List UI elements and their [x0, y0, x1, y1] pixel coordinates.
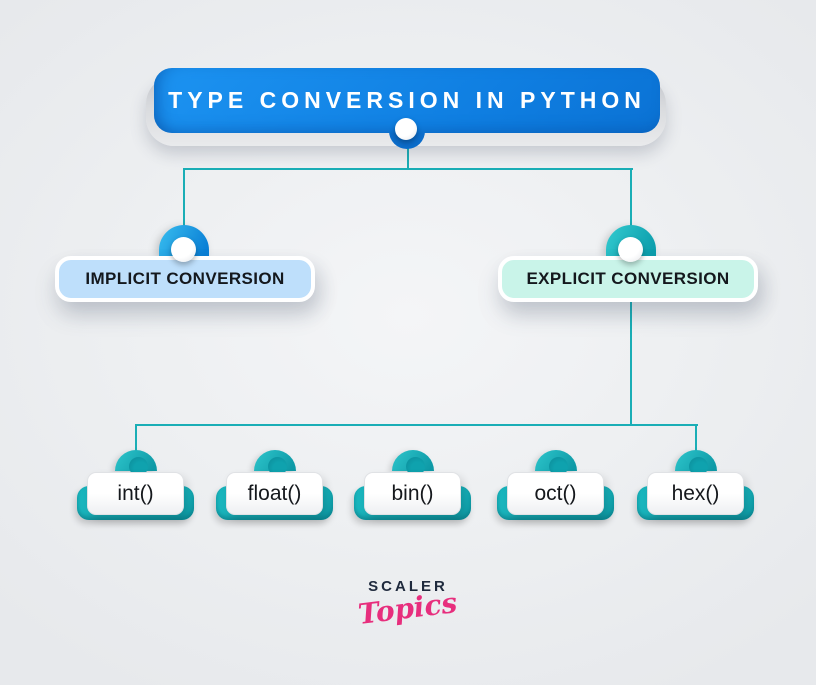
leaf-node-bin: bin() [354, 450, 471, 526]
connector-hex-stub-line [695, 424, 697, 456]
leaf-label: bin() [391, 481, 434, 505]
root-node-title: TYPE CONVERSION IN PYTHON [168, 87, 646, 113]
leaf-label-box: float() [226, 472, 323, 515]
leaf-label: hex() [671, 481, 720, 505]
leaf-label-box: bin() [364, 472, 461, 515]
connector-root-drop-line [407, 140, 409, 170]
leaf-label: int() [117, 481, 154, 505]
root-node: TYPE CONVERSION IN PYTHON [154, 68, 660, 133]
scaler-topics-logo: SCALER Topics [333, 578, 483, 631]
connector-int-stub-line [135, 424, 137, 456]
connector-implicit-drop-line [183, 168, 185, 256]
leaf-node-oct: oct() [497, 450, 614, 526]
leaf-knob [549, 457, 568, 476]
implicit-conversion-node: IMPLICIT CONVERSION [55, 256, 315, 302]
leaf-node-float: float() [216, 450, 333, 526]
explicit-conversion-node: EXPLICIT CONVERSION [498, 256, 758, 302]
connector-explicit-drop-line [630, 168, 632, 256]
leaf-label-box: hex() [647, 472, 744, 515]
leaf-node-int: int() [77, 450, 194, 526]
leaf-node-hex: hex() [637, 450, 754, 526]
implicit-node-label: IMPLICIT CONVERSION [85, 269, 285, 288]
leaf-knob [268, 457, 287, 476]
connector-explicit-to-leaves-line [630, 300, 632, 426]
logo-sub-text: Topics [356, 586, 460, 631]
leaf-label: float() [247, 481, 302, 505]
leaf-knob [129, 457, 148, 476]
leaf-knob [406, 457, 425, 476]
leaf-knob [689, 457, 708, 476]
leaf-label: oct() [534, 481, 577, 505]
leaf-label-box: oct() [507, 472, 604, 515]
explicit-connector-dot [618, 237, 643, 262]
leaf-label-box: int() [87, 472, 184, 515]
logo-brand-text: SCALER [368, 578, 448, 595]
root-connector-dot [395, 118, 417, 140]
connector-level1-horizontal-line [184, 168, 633, 170]
implicit-connector-dot [171, 237, 196, 262]
connector-level2-horizontal-line [135, 424, 698, 426]
explicit-node-label: EXPLICIT CONVERSION [526, 269, 730, 288]
